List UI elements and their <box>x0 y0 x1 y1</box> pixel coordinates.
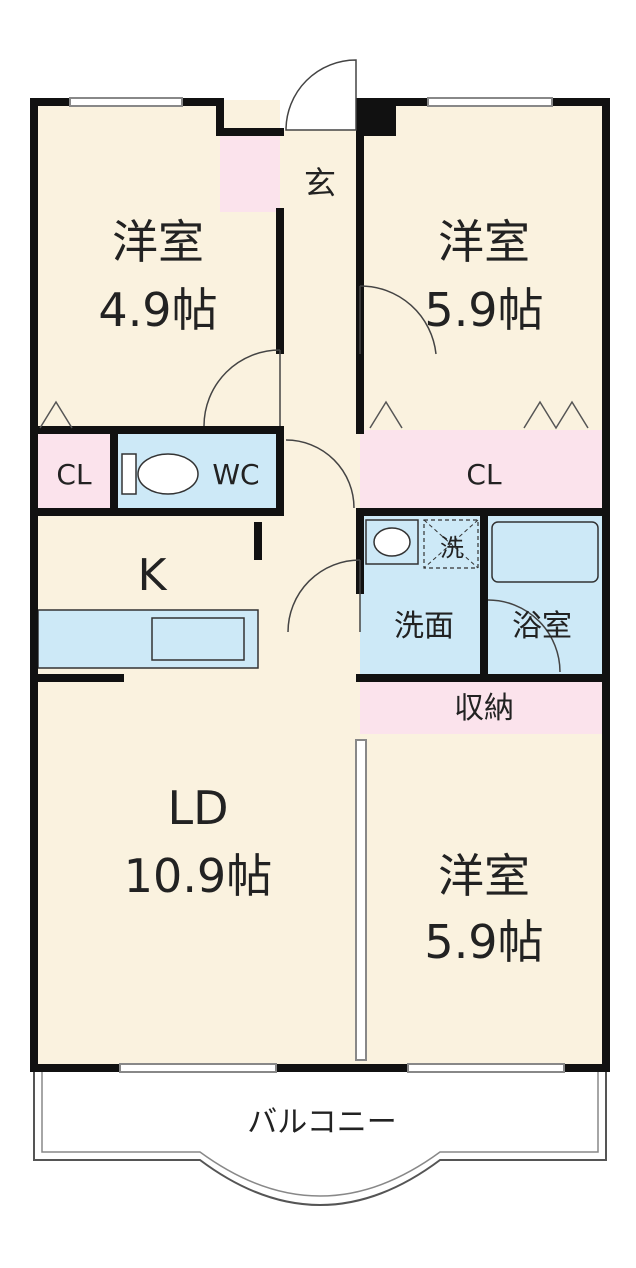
western-room-3-size: 5.9帖 <box>424 915 543 969</box>
western-room-1-size: 4.9帖 <box>98 283 217 337</box>
living-dining-size: 10.9帖 <box>124 849 272 903</box>
washing-machine-cross-2 <box>423 519 479 569</box>
kitchen-sink <box>151 617 245 661</box>
western-room-3-floor <box>360 734 606 1068</box>
balcony-label: バルコニー <box>247 1105 396 1140</box>
closet-left-floor <box>34 430 114 512</box>
washing-machine-space <box>423 519 479 569</box>
entrance-floor <box>220 132 280 212</box>
toilet-tank <box>121 453 137 495</box>
balcony-outline <box>33 1067 607 1206</box>
closet-left-label: CL <box>56 458 92 491</box>
closet-markers <box>39 400 589 430</box>
hall-floor <box>280 130 360 520</box>
bathroom-label: 浴室 <box>512 609 572 644</box>
kitchen-ld-floor <box>34 512 360 1068</box>
wall-column <box>360 100 396 136</box>
balcony-rail-inner <box>41 1068 599 1197</box>
western-room-1-name: 洋室 <box>112 215 204 269</box>
storage-label: 収納 <box>454 691 514 726</box>
kitchen-label: K <box>138 550 168 601</box>
western-room-2-size: 5.9帖 <box>424 283 543 337</box>
western-room-3-name: 洋室 <box>438 849 530 903</box>
entrance-label: 玄 <box>304 164 336 202</box>
washbasin-bowl <box>373 527 411 557</box>
toilet-bowl <box>137 453 199 495</box>
western-room-2-name: 洋室 <box>438 215 530 269</box>
washing-machine-label: 洗 <box>440 534 464 562</box>
bathtub <box>491 521 599 583</box>
door-swings <box>203 59 561 673</box>
toilet-label: WC <box>212 458 259 491</box>
western-room-2-floor <box>360 100 606 430</box>
windows <box>69 97 565 1073</box>
closet-right-floor <box>360 430 606 512</box>
living-dining-name: LD <box>167 781 228 835</box>
washroom-label: 洗面 <box>394 609 454 644</box>
storage-floor <box>360 678 606 734</box>
closet-right-label: CL <box>466 458 502 491</box>
